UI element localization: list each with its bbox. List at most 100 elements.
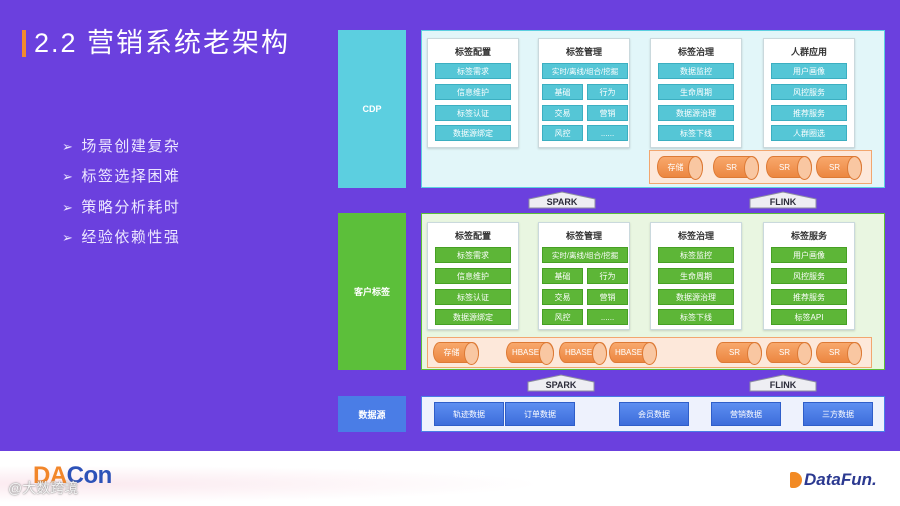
- tag-column-tag-service: 标签服务 用户画像 风控服务 推荐服务 标签API: [763, 222, 855, 330]
- storage-cylinder: SR: [716, 342, 762, 365]
- flink-connector-arrow: FLINK: [749, 191, 817, 209]
- bullet-arrow-icon: ➢: [62, 139, 75, 154]
- module-item: 生命周期: [658, 84, 734, 100]
- bullet-arrow-icon: ➢: [62, 200, 75, 215]
- module-item: ......: [587, 309, 628, 325]
- module-item: 基础: [542, 268, 583, 284]
- module-item: 营销: [587, 289, 628, 305]
- column-header: 标签治理: [677, 231, 714, 241]
- connector-label: SPARK: [545, 380, 577, 390]
- module-item: 标签认证: [435, 105, 511, 121]
- tag-storage-row: 存储 HBASE HBASE HBASE SR SR SR: [427, 337, 872, 368]
- data-source-item: 轨迹数据: [434, 402, 504, 426]
- module-item: 风控: [542, 125, 583, 141]
- storage-cylinder: HBASE: [506, 342, 554, 365]
- slide-title: 2.2 营销系统老架构: [34, 28, 291, 58]
- slide-footer: [0, 451, 900, 506]
- module-item: ......: [587, 125, 628, 141]
- module-item: 交易: [542, 289, 583, 305]
- datafun-logo-icon: [790, 472, 802, 488]
- module-item: 用户画像: [771, 247, 847, 263]
- module-item: 行为: [587, 84, 628, 100]
- cdp-column-tag-config: 标签配置 标签需求 信息维护 标签认证 数据源绑定: [427, 38, 519, 148]
- module-item: 数据监控: [658, 63, 734, 79]
- data-source-item: 订单数据: [505, 402, 575, 426]
- data-source-item: 营销数据: [711, 402, 781, 426]
- column-header: 标签管理: [565, 231, 602, 241]
- column-header: 标签服务: [790, 231, 827, 241]
- bullet-arrow-icon: ➢: [62, 230, 75, 245]
- bullet-text: 经验依赖性强: [81, 229, 181, 246]
- module-item: 生命周期: [658, 268, 734, 284]
- datafun-logo: DataFun.: [790, 470, 877, 490]
- module-item: 标签API: [771, 309, 847, 325]
- dacon-logo: DACon: [33, 462, 112, 490]
- module-item: 数据源治理: [658, 105, 734, 121]
- module-item: 实时/离线/组合/挖掘: [542, 63, 628, 79]
- tag-column-tag-management: 标签管理 实时/离线/组合/挖掘 基础 行为 交易 营销 风控 ......: [538, 222, 630, 330]
- bullet-arrow-icon: ➢: [62, 169, 75, 184]
- module-item: 信息维护: [435, 84, 511, 100]
- column-header: 标签治理: [677, 47, 714, 57]
- storage-cylinder: SR: [713, 156, 759, 180]
- tag-column-tag-config: 标签配置 标签需求 信息维护 标签认证 数据源绑定: [427, 222, 519, 330]
- storage-cylinder: 存储: [433, 342, 479, 365]
- module-item: 用户画像: [771, 63, 847, 79]
- dacon-logo-part: DA: [33, 462, 67, 489]
- connector-label: FLINK: [769, 197, 797, 207]
- module-item: 标签下线: [658, 309, 734, 325]
- column-header: 标签配置: [454, 47, 491, 57]
- data-source-layer-label: 数据源: [338, 396, 406, 432]
- module-item: 营销: [587, 105, 628, 121]
- spark-connector-arrow: SPARK: [528, 191, 596, 209]
- module-item: 推荐服务: [771, 105, 847, 121]
- up-arrow-icon: [749, 191, 817, 209]
- column-header: 人群应用: [790, 47, 827, 57]
- module-item: 标签监控: [658, 247, 734, 263]
- spark-connector-arrow: SPARK: [527, 374, 595, 392]
- bullet-text: 场景创建复杂: [81, 138, 181, 155]
- column-header: 标签管理: [565, 47, 602, 57]
- module-item: 数据源绑定: [435, 125, 511, 141]
- data-source-item: 三方数据: [803, 402, 873, 426]
- datafun-logo-text: DataFun.: [804, 470, 877, 489]
- module-item: 实时/离线/组合/挖掘: [542, 247, 628, 263]
- storage-cylinder: SR: [816, 342, 862, 365]
- cdp-column-tag-management: 标签管理 实时/离线/组合/挖掘 基础 行为 交易 营销 风控 ......: [538, 38, 630, 148]
- module-item: 数据源绑定: [435, 309, 511, 325]
- storage-cylinder: SR: [816, 156, 862, 180]
- up-arrow-icon: [527, 374, 595, 392]
- storage-cylinder: HBASE: [609, 342, 657, 365]
- module-item: 标签下线: [658, 125, 734, 141]
- module-item: 标签需求: [435, 63, 511, 79]
- module-item: 信息维护: [435, 268, 511, 284]
- bullet-item: ➢ 策略分析耗时: [62, 198, 180, 218]
- module-item: 风控服务: [771, 84, 847, 100]
- module-item: 数据源治理: [658, 289, 734, 305]
- tag-column-tag-governance: 标签治理 标签监控 生命周期 数据源治理 标签下线: [650, 222, 742, 330]
- bullet-item: ➢ 经验依赖性强: [62, 228, 180, 248]
- flink-connector-arrow: FLINK: [749, 374, 817, 392]
- module-item: 基础: [542, 84, 583, 100]
- cdp-column-tag-governance: 标签治理 数据监控 生命周期 数据源治理 标签下线: [650, 38, 742, 148]
- dacon-logo-part: Con: [66, 462, 113, 489]
- watermark-text: @大数跨境: [8, 480, 79, 496]
- module-item: 行为: [587, 268, 628, 284]
- up-arrow-icon: [528, 191, 596, 209]
- module-item: 标签认证: [435, 289, 511, 305]
- tag-layer-label: 客户标签: [338, 213, 406, 370]
- bullet-item: ➢标签选择困难: [62, 167, 180, 187]
- cdp-layer-label: CDP: [338, 30, 406, 188]
- storage-cylinder: SR: [766, 156, 812, 180]
- data-source-item: 会员数据: [619, 402, 689, 426]
- connector-label: FLINK: [769, 380, 797, 390]
- module-item: 风控服务: [771, 268, 847, 284]
- module-item: 推荐服务: [771, 289, 847, 305]
- module-item: 风控: [542, 309, 583, 325]
- bullet-text: 策略分析耗时: [81, 199, 181, 216]
- up-arrow-icon: [749, 374, 817, 392]
- column-header: 标签配置: [454, 231, 491, 241]
- storage-cylinder: HBASE: [559, 342, 607, 365]
- module-item: 人群圈选: [771, 125, 847, 141]
